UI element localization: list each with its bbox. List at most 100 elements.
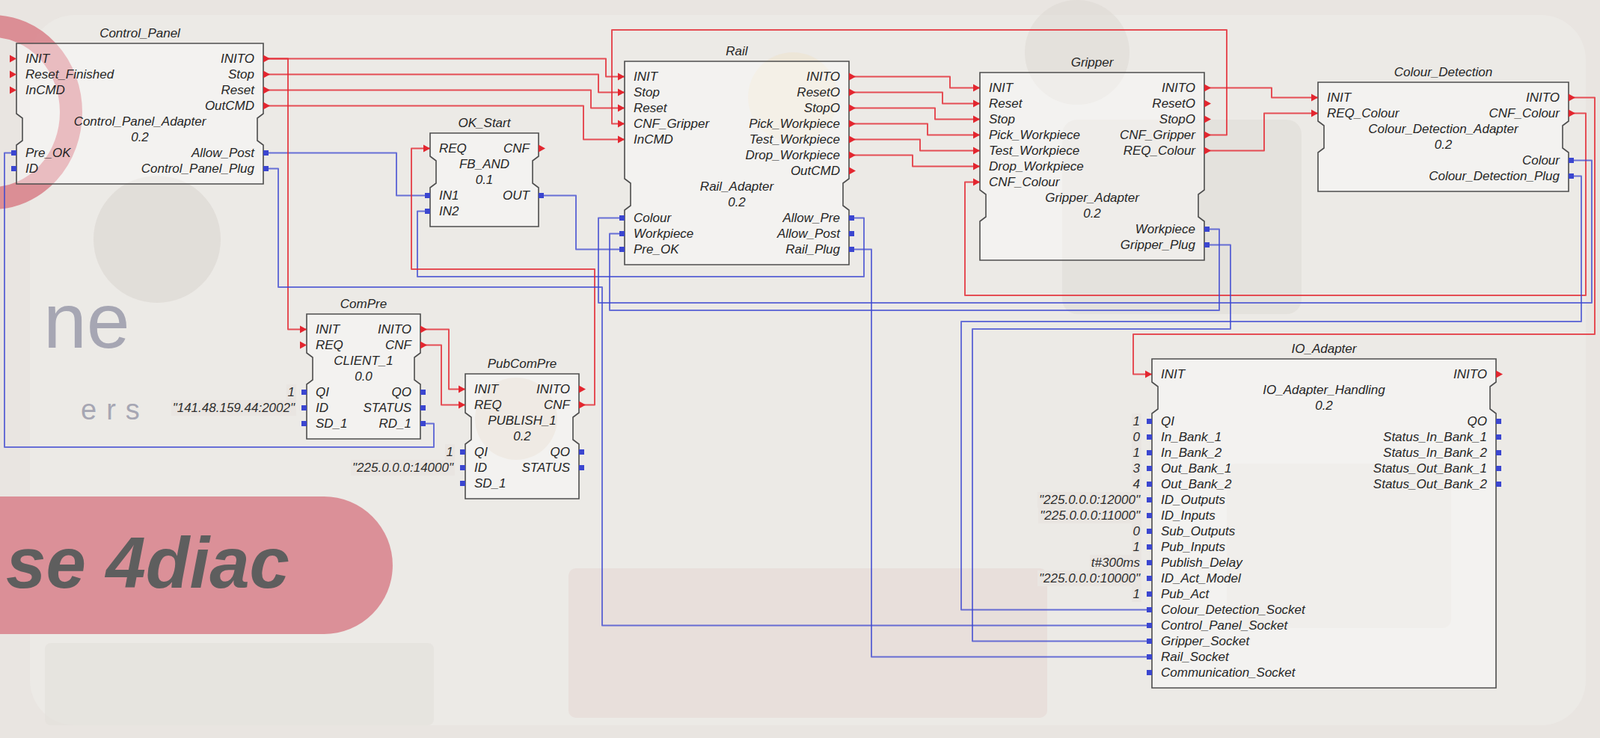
event-port-name: INIT — [315, 321, 340, 338]
data-output-pin — [1496, 434, 1502, 440]
event-port-name: CNF_Colour — [988, 174, 1060, 190]
data-output-pin — [848, 231, 855, 237]
event-input-pin — [9, 86, 17, 95]
parameter-value: 0 — [1131, 429, 1142, 446]
event-port-name: INIT — [988, 80, 1013, 96]
data-port-name: Status_In_Bank_1 — [1383, 429, 1488, 446]
event-port-name: INIT — [25, 50, 50, 67]
data-output-pin — [1496, 450, 1502, 456]
event-output-pin — [848, 89, 856, 97]
function-block: ComPreCLIENT_10.0INITREQINITOCNFQIIDSD_1… — [306, 314, 421, 440]
event-input-pin — [299, 341, 307, 350]
event-input-pin — [973, 178, 980, 187]
parameter-value: "225.0.0.0:10000" — [1037, 570, 1142, 587]
version-number: 0.1 — [437, 172, 532, 188]
instance-name: PubComPre — [420, 356, 624, 372]
data-output-pin — [578, 449, 585, 455]
event-output-pin — [263, 102, 271, 110]
data-output-pin — [1496, 418, 1502, 425]
data-input-pin — [1146, 497, 1152, 503]
event-input-pin — [1311, 109, 1318, 118]
data-port-name: Pub_Act — [1160, 586, 1209, 603]
event-output-pin — [420, 341, 428, 350]
data-input-pin — [619, 215, 625, 221]
data-input-pin — [1146, 544, 1152, 550]
data-port-name: ID_Inputs — [1160, 507, 1216, 524]
event-port-name: Drop_Workpiece — [745, 147, 841, 164]
data-connection — [848, 249, 1152, 658]
event-input-pin — [423, 145, 431, 153]
parameter-value: "225.0.0.0:11000" — [1038, 507, 1142, 524]
photo-blob — [44, 643, 434, 726]
data-port-name: Rail_Socket — [1160, 649, 1229, 665]
data-input-pin — [1146, 623, 1152, 629]
event-output-pin — [1204, 131, 1212, 140]
version-number: 0.2 — [1325, 136, 1562, 153]
data-input-pin — [424, 208, 431, 214]
data-port-name: Rail_Plug — [785, 241, 841, 258]
event-port-name: CNF_Colour — [1489, 105, 1560, 122]
block-shape — [624, 61, 849, 265]
event-output-pin — [578, 401, 586, 410]
event-input-pin — [617, 104, 625, 113]
data-port-name: Status_Out_Bank_2 — [1373, 476, 1488, 493]
instance-name: Colour_Detection — [1273, 64, 1600, 81]
parameter-value: 0 — [1131, 523, 1142, 540]
event-port-name: Test_Workpiece — [988, 142, 1080, 159]
instance-name: Gripper — [935, 54, 1250, 71]
parameter-value: 1 — [1131, 413, 1142, 430]
data-input-pin — [11, 166, 17, 172]
parameter-value: t#300ms — [1089, 555, 1142, 571]
data-port-name: Colour — [633, 210, 671, 226]
data-output-pin — [420, 405, 426, 411]
event-port-name: INIT — [1160, 366, 1185, 383]
instance-name: Rail — [579, 43, 894, 60]
parameter-value: 1 — [286, 384, 297, 401]
block-shape — [306, 314, 421, 440]
instance-name: ComPre — [261, 296, 466, 312]
data-port-name: QI — [315, 384, 330, 401]
data-port-name: Out_Bank_1 — [1160, 460, 1232, 477]
data-output-pin — [578, 465, 585, 471]
instance-name: OK_Start — [385, 115, 584, 131]
event-port-name: CNF_Gripper — [1119, 127, 1196, 143]
event-port-name: Test_Workpiece — [749, 131, 841, 148]
event-input-pin — [617, 89, 625, 97]
event-port-name: Reset — [633, 100, 667, 116]
type-name: CLIENT_1 — [314, 353, 413, 369]
event-input-pin — [458, 401, 466, 410]
event-input-pin — [617, 136, 625, 144]
instance-name: Control_Panel — [0, 25, 309, 42]
version-number: 0.2 — [472, 428, 572, 445]
instance-name: IO_Adapter — [1107, 341, 1541, 357]
type-name: Gripper_Adapter — [987, 189, 1197, 206]
data-port-name: In_Bank_1 — [1160, 429, 1222, 446]
data-port-name: QO — [391, 384, 412, 401]
data-port-name: Status_Out_Bank_1 — [1373, 460, 1488, 477]
event-port-name: InCMD — [633, 131, 674, 148]
data-input-pin — [1146, 638, 1152, 645]
data-port-name: STATUS — [362, 400, 412, 416]
data-input-pin — [424, 192, 431, 199]
logo-text: ne — [43, 278, 131, 364]
event-port-name: INIT — [1326, 89, 1351, 106]
data-input-pin — [1146, 607, 1152, 613]
version-number: 0.0 — [314, 368, 413, 385]
event-input-pin — [973, 84, 980, 93]
data-input-pin — [619, 231, 625, 237]
data-port-name: RD_1 — [379, 415, 412, 432]
event-port-name: ResetO — [1151, 95, 1196, 112]
data-input-pin — [460, 480, 466, 487]
data-input-pin — [1146, 434, 1152, 440]
data-port-name: SD_1 — [315, 415, 348, 432]
event-output-pin — [578, 385, 586, 394]
event-port-name: CNF — [503, 140, 530, 157]
data-port-name: Allow_Pre — [782, 210, 841, 226]
data-output-pin — [1204, 226, 1210, 232]
event-connection — [848, 77, 980, 89]
event-port-name: InCMD — [25, 82, 66, 98]
data-port-name: Workpiece — [1135, 221, 1196, 238]
event-output-pin — [848, 73, 856, 81]
parameter-value: 4 — [1131, 476, 1142, 493]
